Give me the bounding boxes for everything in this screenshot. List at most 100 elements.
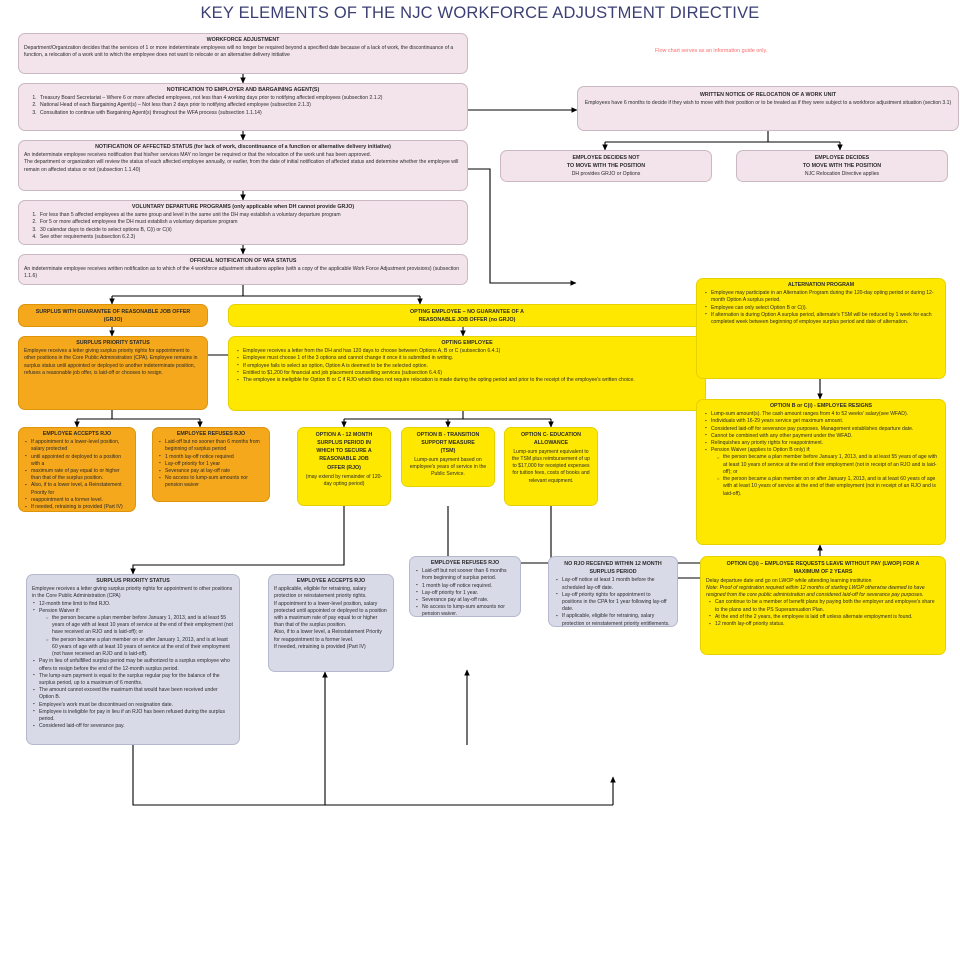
list-item: Consultation to continue with Bargaining… xyxy=(38,110,462,117)
node-header-line-2: TO MOVE WITH THE POSITION xyxy=(802,163,882,170)
node-header-line-3: WHICH TO SECURE A xyxy=(316,448,372,455)
node-header: WRITTEN NOTICE OF RELOCATION OF A WORK U… xyxy=(699,92,837,98)
node-body: Lump-sum payment equivalent to the TSM p… xyxy=(511,448,591,484)
list-item: If needed, retraining is provided (Part … xyxy=(25,504,130,511)
node-header-line-2: REASONABLE JOB OFFER (no GRJO) xyxy=(418,316,516,323)
node-header-line-1: SURPLUS WITH GUARANTEE OF REASONABLE JOB… xyxy=(35,308,191,315)
node-body: Employee receives a letter giving surplu… xyxy=(24,348,198,376)
node-employee-decides-to-move: EMPLOYEE DECIDES TO MOVE WITH THE POSITI… xyxy=(736,150,948,182)
node-list: For less than 5 affected employees at th… xyxy=(24,212,462,241)
node-header-line-1: OPTION C- EDUCATION xyxy=(521,432,581,438)
node-surplus-priority-status-bottom: SURPLUS PRIORITY STATUS Employee receive… xyxy=(26,574,240,745)
list-item: Pay in lieu of unfulfilled surplus perio… xyxy=(33,658,234,672)
list-item: The lump-sum payment is equal to the sur… xyxy=(33,672,234,687)
node-header: SURPLUS PRIORITY STATUS xyxy=(76,340,150,346)
node-body-2: The department or organization will revi… xyxy=(24,159,459,173)
list-item: If alternation is during Option A surplu… xyxy=(705,311,940,326)
list-item: Employee is ineligible for pay in lieu i… xyxy=(33,708,234,723)
list-item: Treasury Board Secretariat – Where 6 or … xyxy=(38,95,462,102)
node-header: VOLUNTARY DEPARTURE PROGRAMS (only appli… xyxy=(131,204,355,210)
list-item: No access to lump-sum amounts nor pensio… xyxy=(416,604,515,616)
page-title: KEY ELEMENTS OF THE NJC WORKFORCE ADJUST… xyxy=(200,4,760,22)
list-item: maximum rate of pay equal to or higher t… xyxy=(25,468,130,482)
node-header: WORKFORCE ADJUSTMENT xyxy=(206,37,280,43)
list-item: Cannot be combined with any other paymen… xyxy=(705,432,940,440)
node-employee-decides-not-to-move: EMPLOYEE DECIDES NOT TO MOVE WITH THE PO… xyxy=(500,150,712,182)
list-item: See other requirements (subsection 6.2.3… xyxy=(38,234,462,241)
node-list: Treasury Board Secretariat – Where 6 or … xyxy=(24,95,462,117)
node-body-1: If applicable, eligible for retraining, … xyxy=(274,586,367,600)
list-item: Laid-off but not sooner than 6 months fr… xyxy=(416,568,515,582)
list-item: Employee's work must be discontinued on … xyxy=(33,701,234,709)
list-item: Entitled to $1,200 for financial and job… xyxy=(237,369,700,377)
node-option-b: OPTION B - TRANSITION SUPPORT MEASURE (T… xyxy=(401,427,495,487)
node-list-1: 12-month time limit to find RJO. Pension… xyxy=(32,600,234,615)
list-item: until appointed or deployed to a positio… xyxy=(25,453,130,468)
node-list: Employee may participate in an Alternati… xyxy=(702,290,940,326)
node-header-line-2: TO MOVE WITH THE POSITION xyxy=(566,163,646,170)
node-header-line-2: SURPLUS PERIOD IN xyxy=(317,440,371,447)
node-written-notice-relocation: WRITTEN NOTICE OF RELOCATION OF A WORK U… xyxy=(577,86,959,131)
node-header: EMPLOYEE REFUSES RJO xyxy=(176,431,246,437)
node-header-line-1: EMPLOYEE DECIDES xyxy=(814,155,870,161)
node-list: Laid-off but no sooner than 6 months fro… xyxy=(158,439,264,490)
list-item: Lay-off priority for 1 year xyxy=(159,460,264,468)
node-body: Lump-sum payment based on employee's yea… xyxy=(409,456,487,478)
list-item: The amount cannot exceed the maximum tha… xyxy=(33,687,234,701)
list-item: The employee is ineligible for Option B … xyxy=(237,377,700,384)
node-list: If appointment to a lower-level position… xyxy=(24,439,130,511)
node-header-line-1: OPTION A - 12 MONTH xyxy=(315,432,373,438)
list-item: Lay-off priority rights for appointment … xyxy=(556,591,672,614)
node-header-line-1: OPTING EMPLOYEE – NO GUARANTEE OF A xyxy=(410,308,524,315)
node-header: OFFICIAL NOTIFICATION OF WFA STATUS xyxy=(189,258,297,264)
node-list: Employee receives a letter from the DH a… xyxy=(234,348,700,384)
node-notification-affected-status: NOTIFICATION OF AFFECTED STATUS (for lac… xyxy=(18,140,468,191)
node-header: NOTIFICATION OF AFFECTED STATUS (for lac… xyxy=(95,144,391,150)
sublist-item: the person became a plan member before J… xyxy=(717,454,940,476)
node-header: SURPLUS PRIORITY STATUS xyxy=(96,578,170,584)
node-header: OPTING EMPLOYEE xyxy=(441,340,493,346)
list-item: At the end of the 2 years, the employee … xyxy=(709,613,940,621)
node-option-a: OPTION A - 12 MONTH SURPLUS PERIOD IN WH… xyxy=(297,427,391,506)
node-body-4: If needed, retraining is provided (Part … xyxy=(274,643,366,650)
node-employee-refuses-rjo-top: EMPLOYEE REFUSES RJO Laid-off but no soo… xyxy=(152,427,270,502)
node-surplus-with-grjo: SURPLUS WITH GUARANTEE OF REASONABLE JOB… xyxy=(18,304,208,327)
node-header: OPTION B or C(i) - EMPLOYEE RESIGNS xyxy=(769,403,873,409)
node-body: Employees have 6 months to decide if the… xyxy=(584,100,952,107)
list-item: Pension Waiver if: xyxy=(33,607,234,615)
node-header-line-2: SUPPORT MEASURE xyxy=(421,440,475,447)
list-item: Can continue to be a member of benefit p… xyxy=(709,599,940,613)
list-item: 1 month lay-off notice required xyxy=(159,453,264,461)
node-header-line-1: NO RJO RECEIVED WITHIN 12 MONTH xyxy=(564,561,662,567)
node-header-line-4: REASONABLE JOB xyxy=(319,456,369,463)
node-header-line-1: OPTION C(ii) – EMPLOYEE REQUESTS LEAVE W… xyxy=(726,561,920,567)
node-list: Can continue to be a member of benefit p… xyxy=(706,599,940,628)
node-surplus-priority-status-top: SURPLUS PRIORITY STATUS Employee receive… xyxy=(18,336,208,410)
node-opting-employee: OPTING EMPLOYEE Employee receives a lett… xyxy=(228,336,706,411)
node-list: Laid-off but not sooner than 6 months fr… xyxy=(415,568,515,616)
list-item: Relinquishes any priority rights for rea… xyxy=(705,440,940,447)
node-employee-accepts-rjo-bottom: EMPLOYEE ACCEPTS RJO If applicable, elig… xyxy=(268,574,394,672)
sublist-item: the person became a plan member on or af… xyxy=(46,637,234,659)
list-item: Employee can only select Option B or C(i… xyxy=(705,304,940,312)
node-intro: Delay departure date and go on LWOP whil… xyxy=(706,577,872,584)
node-employee-accepts-rjo-top: EMPLOYEE ACCEPTS RJO If appointment to a… xyxy=(18,427,136,512)
node-notification-employer: NOTIFICATION TO EMPLOYER AND BARGAINING … xyxy=(18,83,468,131)
list-item: If appointment to a lower-level position… xyxy=(25,439,130,453)
list-item: Employee receives a letter from the DH a… xyxy=(237,348,700,355)
node-voluntary-departure-programs: VOLUNTARY DEPARTURE PROGRAMS (only appli… xyxy=(18,200,468,245)
list-item: If employee fails to select an option, O… xyxy=(237,362,700,370)
node-list: Lump-sum amount(s). The cash amount rang… xyxy=(702,411,940,454)
list-item: 12-month time limit to find RJO. xyxy=(33,600,234,608)
list-item: For 5 or more affected employees the DH … xyxy=(38,219,462,226)
node-employee-refuses-rjo-bottom: EMPLOYEE REFUSES RJO Laid-off but not so… xyxy=(409,556,521,617)
node-body: (may extend by remainder of 120-day opti… xyxy=(305,473,383,487)
list-item: If applicable, eligible for retraining, … xyxy=(556,613,672,626)
list-item: National Head of each Bargaining Agent(s… xyxy=(38,102,462,109)
node-body-2: If appointment to a lower-level position… xyxy=(274,600,387,629)
node-body-1: An indeterminate employee receives notif… xyxy=(24,152,371,159)
node-header: EMPLOYEE REFUSES RJO xyxy=(430,560,500,566)
node-workforce-adjustment: WORKFORCE ADJUSTMENT Department/Organiza… xyxy=(18,33,468,74)
node-body: Department/Organization decides that the… xyxy=(24,45,454,59)
node-header: ALTERNATION PROGRAM xyxy=(787,282,855,288)
